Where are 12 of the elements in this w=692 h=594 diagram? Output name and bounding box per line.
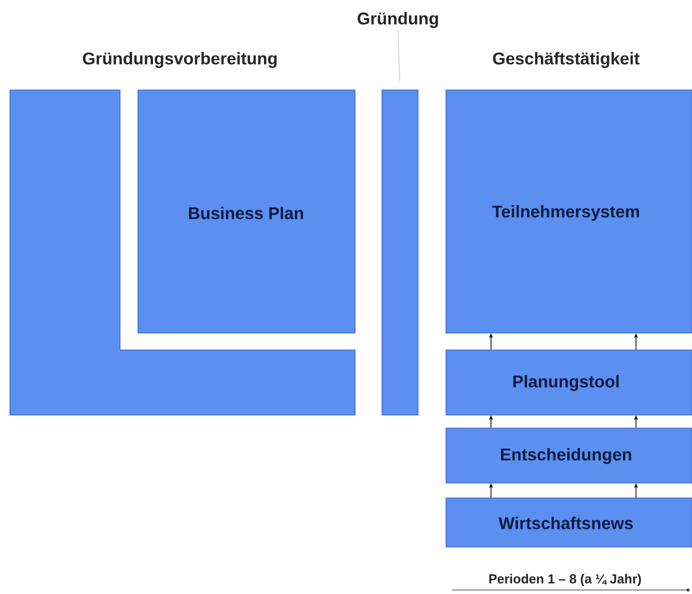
process-box: Business Plan <box>138 90 356 334</box>
process-box: Entscheidungen <box>446 428 692 484</box>
phase-heading: Gründung <box>358 12 438 28</box>
period-label: Perioden 1 – 8 (a ¼ Jahr) <box>489 574 641 586</box>
process-box: Wirtschaftsnews <box>446 498 692 548</box>
phase-heading: Gründungsvorbereitung <box>82 52 277 68</box>
process-box: Teilnehmersystem <box>446 90 692 334</box>
l-shaped-box <box>10 90 356 416</box>
process-box: Planungstool <box>446 350 692 416</box>
vertical-bar <box>382 90 418 416</box>
phase-heading: Geschäftstätigkeit <box>493 52 640 68</box>
leader-line <box>398 30 400 82</box>
